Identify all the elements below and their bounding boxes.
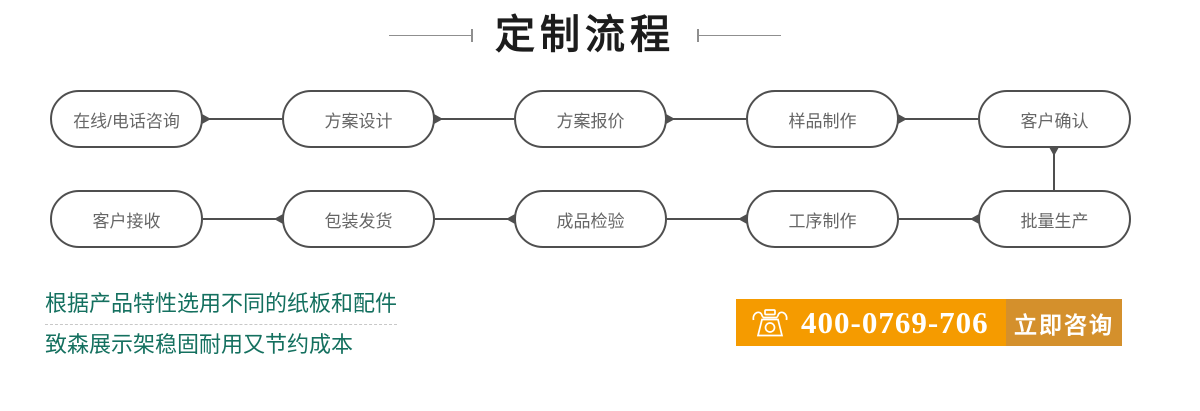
flow-connector-left (435, 214, 515, 224)
title-rule-left (389, 28, 473, 42)
flow-step-label: 客户接收 (92, 211, 161, 231)
flow-connector-right (666, 114, 746, 124)
flow-connector-right (202, 114, 282, 124)
title-rule-right (697, 28, 781, 42)
flow-step-label: 方案设计 (324, 111, 393, 131)
flow-step-process: 工序制作 (746, 190, 899, 248)
contact-banner: 400-0769-706 立即咨询 (736, 299, 1122, 346)
flow-step-label: 方案报价 (556, 111, 625, 131)
flow-step-confirm: 客户确认 (978, 90, 1131, 148)
note-line-1: 根据产品特性选用不同的纸板和配件 (45, 291, 398, 325)
flow-connector-left (203, 214, 283, 224)
flow-step-label: 包装发货 (324, 211, 393, 231)
phone-number[interactable]: 400-0769-706 (801, 304, 989, 340)
feature-note: 根据产品特性选用不同的纸板和配件 致森展示架稳固耐用又节约成本 (45, 291, 398, 358)
flow-step-label: 成品检验 (556, 211, 625, 231)
flow-connector-right (434, 114, 514, 124)
phone-banner: 400-0769-706 (736, 299, 1006, 346)
flow-step-production: 批量生产 (978, 190, 1131, 248)
flow-step-label: 在线/电话咨询 (73, 111, 180, 131)
flow-connector-left (899, 214, 979, 224)
flow-step-shipping: 包装发货 (282, 190, 435, 248)
flow-step-label: 批量生产 (1020, 211, 1089, 231)
flow-step-label: 客户确认 (1020, 111, 1089, 131)
flow-connector-right (898, 114, 978, 124)
flow-connector-down (1049, 147, 1059, 190)
flow-step-quote: 方案报价 (514, 90, 667, 148)
section-header: 定制流程 (0, 12, 1170, 58)
flow-step-consult: 在线/电话咨询 (50, 90, 203, 148)
note-line-2: 致森展示架稳固耐用又节约成本 (45, 332, 354, 357)
flow-connector-left (667, 214, 747, 224)
flow-step-receive: 客户接收 (50, 190, 203, 248)
flow-step-sample: 样品制作 (746, 90, 899, 148)
flow-step-label: 样品制作 (788, 111, 857, 131)
consult-now-button[interactable]: 立即咨询 (1006, 299, 1122, 346)
flow-step-design: 方案设计 (282, 90, 435, 148)
flow-step-label: 工序制作 (788, 211, 857, 231)
page-title: 定制流程 (495, 12, 675, 57)
flow-step-inspection: 成品检验 (514, 190, 667, 248)
phone-icon (751, 307, 789, 338)
